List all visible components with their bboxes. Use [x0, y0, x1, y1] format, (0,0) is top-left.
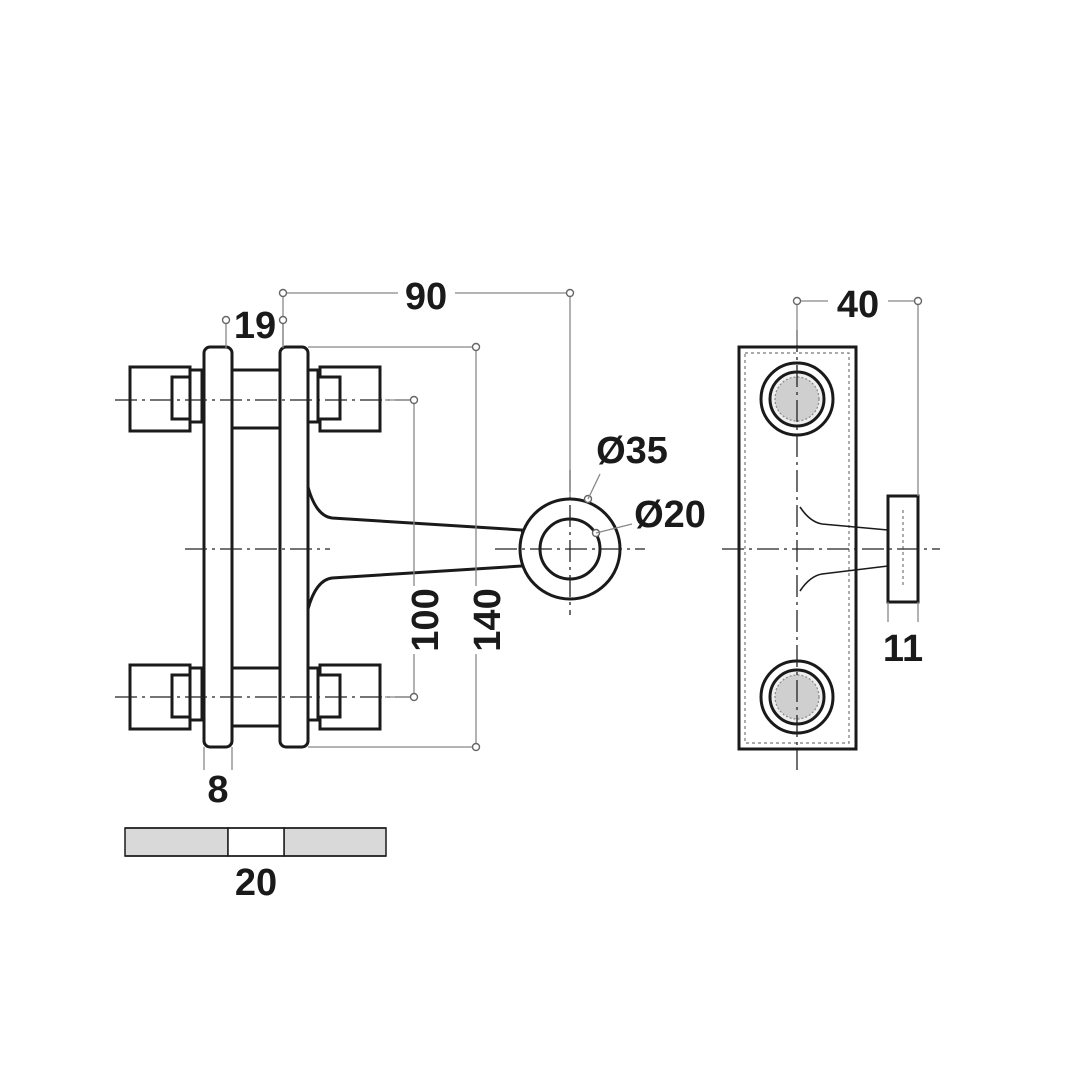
nut-right-bottom — [316, 673, 342, 719]
washer-left-bottom — [188, 666, 204, 722]
side-bolt-top-thread — [774, 376, 820, 422]
nut-right-top — [316, 375, 342, 421]
side-view — [722, 330, 940, 770]
side-arm-lower-edge — [799, 565, 889, 592]
dim-diameter-20-label: Ø20 — [634, 494, 706, 536]
dim-140-label: 140 — [467, 588, 509, 651]
side-arm-upper-edge — [799, 506, 889, 531]
clamp-plate-right — [278, 345, 310, 749]
front-view-dimensions: 90 19 Ø35 Ø20 100 140 8 — [203, 276, 706, 811]
glass-panel-right — [283, 827, 387, 857]
dim-8-label: 8 — [207, 769, 228, 811]
side-view-dimensions: 40 11 — [792, 284, 923, 670]
glass-panel-left — [124, 827, 229, 857]
dim-90-label: 90 — [405, 276, 447, 318]
dim-100-label: 100 — [405, 588, 447, 651]
dim-20-label: 20 — [235, 862, 277, 904]
glass-section: 20 — [124, 827, 387, 904]
dim-11-label: 11 — [883, 628, 923, 670]
dim-diameter-35-label: Ø35 — [596, 430, 668, 472]
front-view — [115, 345, 645, 749]
washer-left-top — [188, 368, 204, 424]
clamp-plate-left — [202, 345, 234, 749]
dim-19-label: 19 — [234, 305, 276, 347]
glass-gap — [227, 827, 285, 857]
dim-40-label: 40 — [837, 284, 879, 326]
bolt-spacer-top — [230, 368, 282, 430]
